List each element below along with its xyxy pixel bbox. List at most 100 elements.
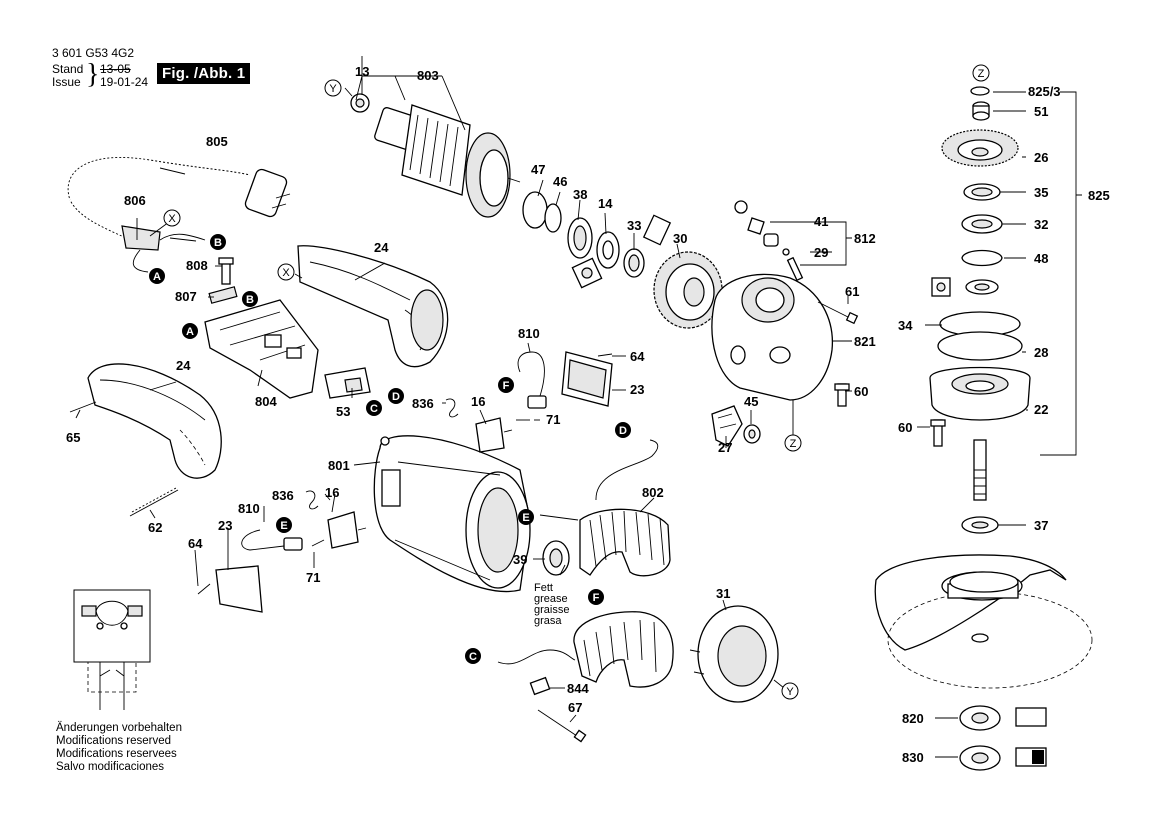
svg-text:Y: Y xyxy=(329,83,337,95)
svg-text:B: B xyxy=(246,294,254,306)
fan-39 xyxy=(542,540,570,576)
spindle-stack xyxy=(874,86,1093,771)
screw-67 xyxy=(537,709,587,743)
label-808: 808 xyxy=(186,258,208,273)
label-22: 22 xyxy=(1034,402,1048,417)
label-801: 801 xyxy=(328,458,350,473)
label-24b: 24 xyxy=(176,358,191,373)
label-32: 32 xyxy=(1034,217,1048,232)
bearing-flange-31 xyxy=(689,605,779,703)
motor-housing xyxy=(373,435,531,593)
power-cable xyxy=(66,155,291,243)
connector-a1: A xyxy=(149,268,165,284)
field-coil-upper xyxy=(579,508,671,577)
svg-text:C: C xyxy=(469,651,477,663)
screw-64-lower xyxy=(197,583,211,595)
connector-x1: X xyxy=(163,209,181,227)
carbon-brush-lower xyxy=(241,529,303,551)
svg-text:X: X xyxy=(282,267,290,279)
screw-61 xyxy=(817,301,859,325)
label-825: 825 xyxy=(1088,188,1110,203)
spring-836-upper xyxy=(445,398,459,418)
label-820: 820 xyxy=(902,711,924,726)
label-45: 45 xyxy=(744,394,758,409)
label-13: 13 xyxy=(355,64,369,79)
connector-b2: B xyxy=(242,291,258,307)
label-71b: 71 xyxy=(306,570,320,585)
armature xyxy=(374,104,521,218)
label-39: 39 xyxy=(513,552,527,567)
screw-60-upper xyxy=(834,383,850,407)
label-26: 26 xyxy=(1034,150,1048,165)
label-64b: 64 xyxy=(188,536,203,551)
label-67: 67 xyxy=(568,700,582,715)
brush-holder-upper xyxy=(475,417,513,453)
label-16a: 16 xyxy=(471,394,485,409)
note-line-1: Änderungen vorbehalten xyxy=(56,722,182,734)
switch-pushrod-53 xyxy=(324,367,371,399)
label-38: 38 xyxy=(573,187,587,202)
connector-d2: D xyxy=(615,422,631,438)
svg-text:C: C xyxy=(370,403,378,415)
connector-b1: B xyxy=(210,234,226,250)
label-830: 830 xyxy=(902,750,924,765)
label-810b: 810 xyxy=(238,501,260,516)
screw-62 xyxy=(129,487,179,517)
label-51: 51 xyxy=(1034,104,1048,119)
washer-46 xyxy=(544,203,562,233)
bearing-33 xyxy=(623,248,645,278)
label-810a: 810 xyxy=(518,326,540,341)
grease-note-1: Fett xyxy=(534,582,553,594)
connector-e1: E xyxy=(276,517,292,533)
label-836a: 836 xyxy=(412,396,434,411)
bearing-14 xyxy=(596,231,620,269)
label-821: 821 xyxy=(854,334,876,349)
label-844: 844 xyxy=(567,681,589,696)
label-14: 14 xyxy=(598,196,613,211)
carbon-brush-upper xyxy=(517,351,547,409)
new-date: 19-01-24 xyxy=(100,75,149,89)
switch-assembly xyxy=(204,299,319,399)
stand-label: Stand xyxy=(52,62,84,76)
svg-text:B: B xyxy=(214,237,222,249)
svg-text:Z: Z xyxy=(790,438,797,450)
svg-text:X: X xyxy=(168,213,176,225)
label-47: 47 xyxy=(531,162,545,177)
label-28: 28 xyxy=(1034,345,1048,360)
screw-71-lower xyxy=(311,539,325,547)
screw-808 xyxy=(218,257,234,285)
label-23a: 23 xyxy=(630,382,644,397)
nut-45 xyxy=(743,424,761,444)
label-41: 41 xyxy=(814,214,828,229)
label-812: 812 xyxy=(854,231,876,246)
svg-text:D: D xyxy=(392,391,400,403)
cover-23-lower xyxy=(215,565,263,613)
field-coil-lower xyxy=(573,611,674,688)
connector-e2: E xyxy=(518,509,534,525)
label-46: 46 xyxy=(553,174,567,189)
note-line-4: Salvo modificaciones xyxy=(56,761,165,773)
label-61: 61 xyxy=(845,284,859,299)
label-803: 803 xyxy=(417,68,439,83)
bevel-gear-30 xyxy=(653,251,723,329)
label-34: 34 xyxy=(898,318,913,333)
label-71a: 71 xyxy=(546,412,560,427)
label-29: 29 xyxy=(814,245,828,260)
label-24a: 24 xyxy=(374,240,389,255)
label-807: 807 xyxy=(175,289,197,304)
svg-text:F: F xyxy=(503,380,510,392)
label-27: 27 xyxy=(718,440,732,455)
figure-label: Fig. /Abb. 1 xyxy=(157,63,251,84)
label-48: 48 xyxy=(1034,251,1048,266)
bearing-13 xyxy=(350,93,370,113)
label-31: 31 xyxy=(716,586,730,601)
wiring-schematic xyxy=(73,589,151,710)
connector-c2: C xyxy=(465,648,481,664)
cover-23-upper xyxy=(561,351,613,407)
switch-slider-807 xyxy=(208,286,238,304)
leader-lines xyxy=(75,56,1082,758)
grease-note-2: grease xyxy=(534,593,568,605)
label-33: 33 xyxy=(627,218,641,233)
pinion-27 xyxy=(711,405,743,447)
